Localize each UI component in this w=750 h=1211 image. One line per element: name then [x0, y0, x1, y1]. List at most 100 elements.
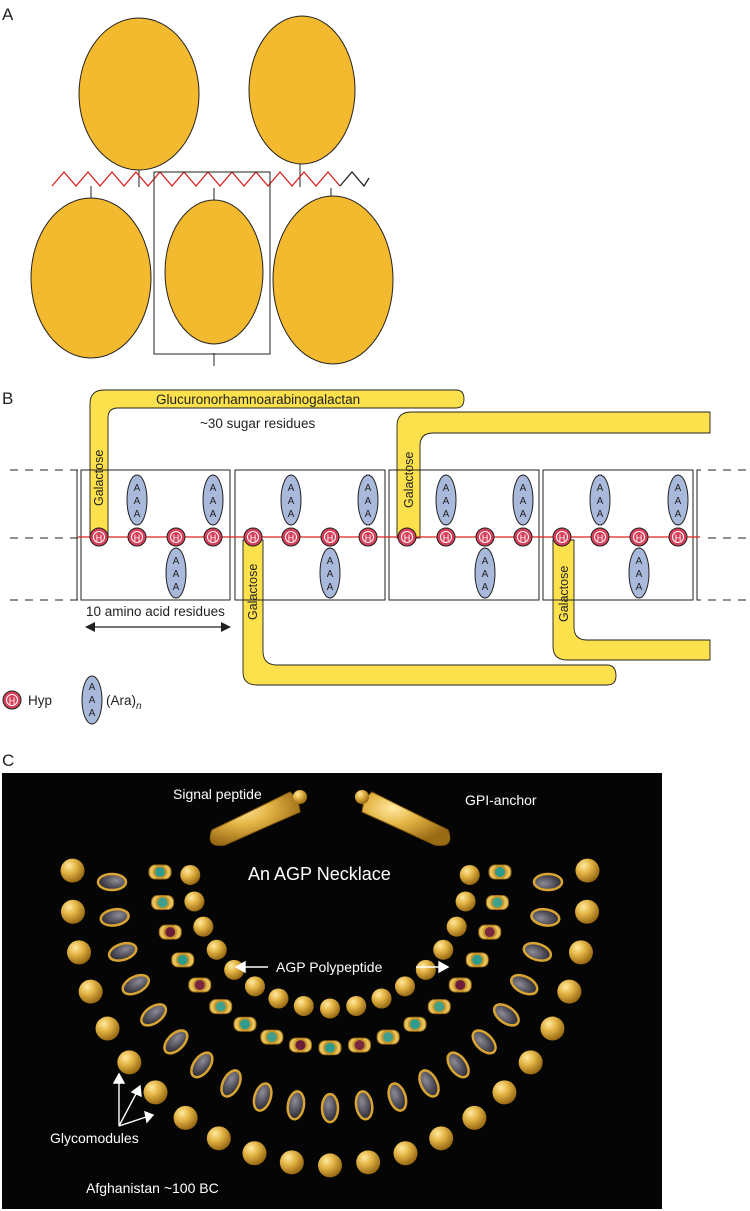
- teardrop-pendant: [286, 1090, 306, 1121]
- ara-letter: A: [597, 483, 604, 494]
- panel-a: A: [2, 5, 394, 366]
- hyp-residue: H: [590, 527, 610, 547]
- gold-coin: [575, 899, 600, 924]
- galactose-label: Galactose: [402, 452, 416, 508]
- repeat-box-partial: [73, 469, 78, 601]
- gold-bead: [180, 864, 201, 885]
- clasp-signal-peptide: [209, 791, 301, 846]
- ara-cluster: AAA: [202, 474, 224, 526]
- stone-setting: [213, 999, 228, 1014]
- ara-letter: A: [210, 496, 217, 507]
- repeat-boxes: [73, 469, 701, 601]
- stone-setting: [493, 865, 507, 879]
- teardrop-pendant: [140, 1003, 168, 1027]
- clasp-tip: [355, 790, 369, 804]
- hyp-symbol: H: [288, 533, 295, 543]
- ara-letter: A: [288, 496, 295, 507]
- polypeptide-label: AGP Polypeptide: [276, 959, 383, 975]
- hyp-legend-text: Hyp: [28, 693, 52, 708]
- ara-legend-icon: [81, 675, 103, 725]
- ara-letter: A: [636, 582, 643, 593]
- ara-letter: A: [210, 483, 217, 494]
- ara-letter: A: [365, 483, 372, 494]
- ara-letter: A: [597, 496, 604, 507]
- gold-bead: [446, 916, 467, 937]
- teardrop-pendant: [471, 1029, 497, 1055]
- ara-letter: A: [443, 509, 450, 520]
- glycan-name: Glucuronorhamnoarabinogalactan: [156, 392, 360, 407]
- hyp-symbol: H: [443, 533, 450, 543]
- backbone-end: [339, 171, 370, 188]
- gold-coin: [429, 1126, 454, 1151]
- gold-coin: [356, 1150, 381, 1175]
- hyp-residue: H: [320, 527, 340, 547]
- gold-coin: [568, 940, 593, 965]
- dashed-guides: [10, 469, 748, 601]
- ara-letter: A: [134, 483, 141, 494]
- stone-setting: [155, 895, 170, 910]
- hyp-legend-icon: [2, 690, 22, 710]
- glycomodules-label: Glycomodules: [50, 1130, 139, 1146]
- teardrop-pendant: [107, 941, 138, 962]
- ara-cluster: AAA: [435, 474, 457, 526]
- ara-cluster: AAA: [512, 474, 534, 526]
- glycan-blobs: [30, 15, 394, 365]
- ara-letter: A: [675, 509, 682, 520]
- origin-label: Afghanistan ~100 BC: [86, 1180, 219, 1196]
- stone-setting: [432, 999, 447, 1014]
- repeat-box: [234, 469, 386, 601]
- stone-setting: [293, 1038, 308, 1053]
- polypeptide-backbone: [51, 171, 341, 187]
- gold-coin: [242, 1141, 267, 1166]
- gold-coin: [318, 1153, 342, 1178]
- gold-coin: [78, 979, 103, 1004]
- stone-setting: [453, 977, 468, 992]
- repeat-box: [542, 469, 694, 601]
- repeat-box: [80, 469, 231, 601]
- teardrop-pendant: [522, 941, 553, 962]
- stone-setting: [352, 1038, 367, 1053]
- gold-coin: [206, 1126, 231, 1151]
- hyp-residue: H: [668, 527, 688, 547]
- gold-bead: [459, 864, 480, 885]
- hyp-symbol: H: [636, 533, 643, 543]
- panel-c: C Signal peptide GPI-anchor An AGP Neckl…: [2, 751, 662, 1209]
- ara-letter: A: [89, 682, 96, 693]
- ara-letter: A: [675, 483, 682, 494]
- ara-letter: A: [636, 556, 643, 567]
- hyp-residue: H: [629, 527, 649, 547]
- ara-letter: A: [210, 509, 217, 520]
- gpi-anchor-label: GPI-anchor: [465, 792, 537, 808]
- ara-letter: A: [482, 582, 489, 593]
- clasp-gpi-anchor: [361, 791, 451, 846]
- glycomodule-box: [153, 171, 271, 355]
- ara-letter: A: [675, 496, 682, 507]
- gold-coin: [518, 1050, 543, 1075]
- stone-setting: [408, 1017, 422, 1032]
- hyp-residue: H: [513, 527, 533, 547]
- ara-cluster: AAA: [667, 474, 689, 526]
- hyp-symbol: H: [482, 533, 489, 543]
- clasp-tip: [293, 790, 307, 804]
- teardrop-pendant: [418, 1069, 440, 1098]
- ara-letter: A: [482, 556, 489, 567]
- ara-letter: A: [636, 569, 643, 580]
- gold-bead: [433, 939, 454, 960]
- gold-coin: [117, 1050, 142, 1075]
- stone-setting: [163, 925, 178, 940]
- hyp-legend-symbol: H: [9, 696, 16, 706]
- hyp-symbol: H: [96, 533, 103, 543]
- glycan-blob: [78, 17, 200, 171]
- hyp-symbol: H: [520, 533, 527, 543]
- ara-letter: A: [520, 509, 527, 520]
- ara-letter: A: [134, 509, 141, 520]
- ara-letter: A: [365, 496, 372, 507]
- ara-legend-text: (Ara)n: [106, 693, 142, 712]
- gold-bead: [244, 976, 265, 997]
- hyp-symbol: H: [597, 533, 604, 543]
- ara-cluster: AAA: [126, 474, 148, 526]
- ara-cluster: AAA: [319, 547, 341, 599]
- gold-coin: [462, 1105, 487, 1130]
- gold-bead: [193, 916, 214, 937]
